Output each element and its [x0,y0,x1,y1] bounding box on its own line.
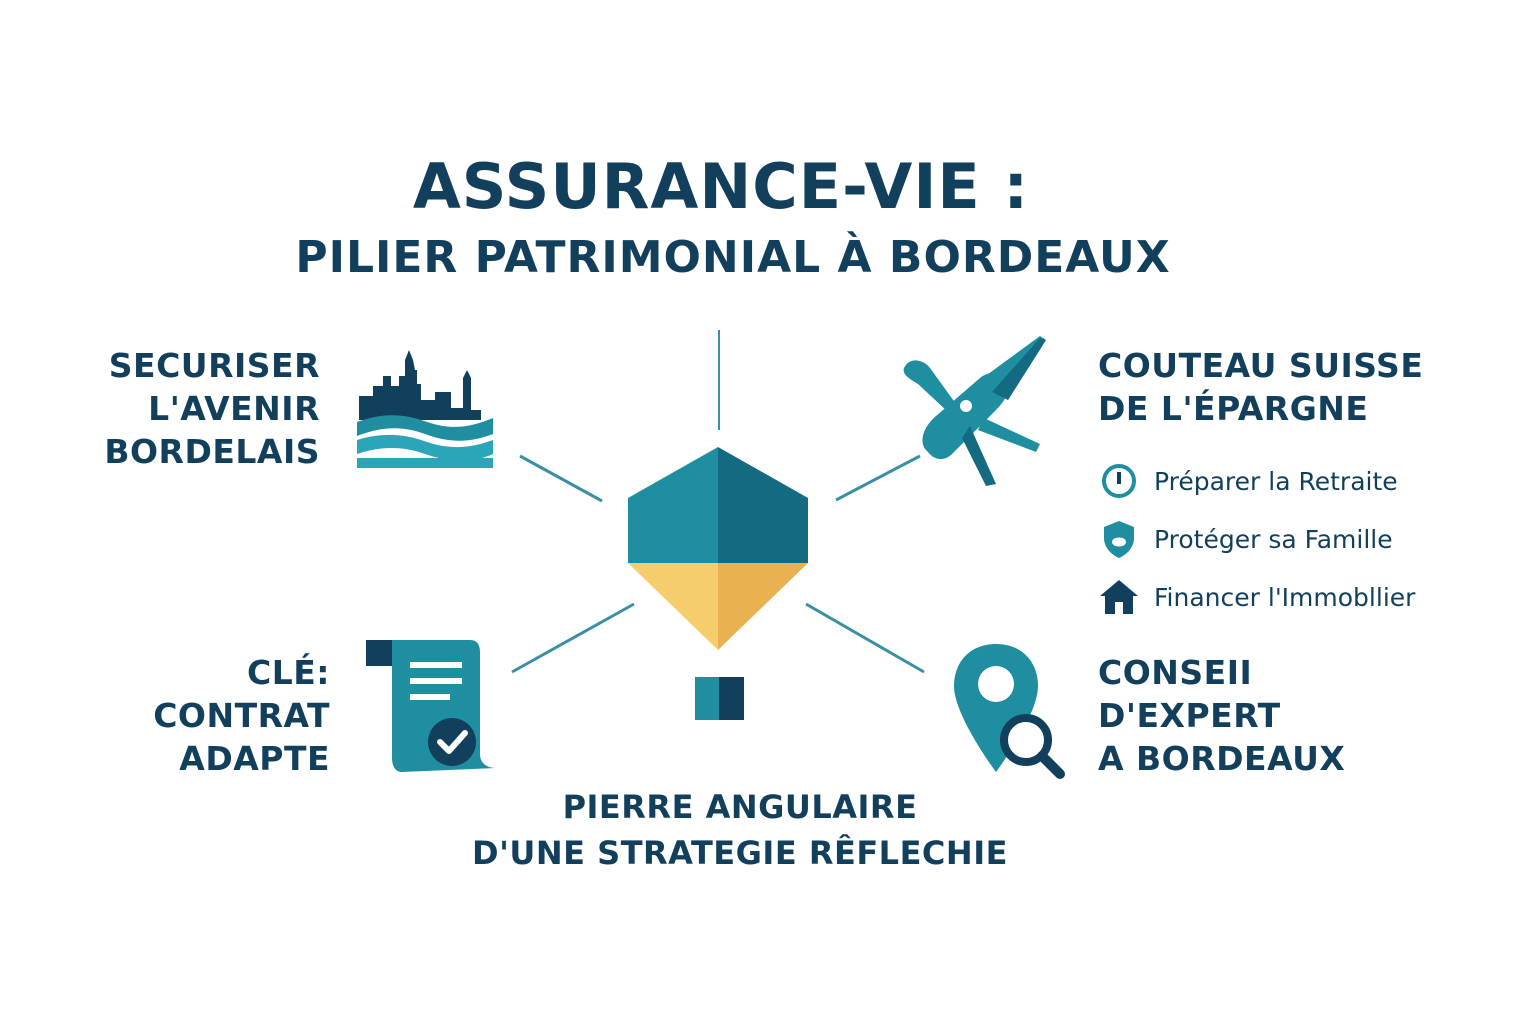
node-label-couteau: COUTEAU SUISSE DE L'ÉPARGNE [1098,346,1424,428]
page-subtitle: PILIER PATRIMONIAL À BORDEAUX [295,232,1171,283]
connector-top-right [835,454,921,502]
shield-icon [1104,521,1134,558]
contract-scroll-icon [366,640,496,772]
benefits-list: Préparer la Retraite Protéger sa Famille… [1098,452,1415,626]
connector-bottom-left [511,602,635,674]
node-label-cle: CLÉ: CONTRAT ADAPTE [153,653,330,778]
list-item-label: Préparer la Retraite [1154,466,1398,496]
page-title: ASSURANCE-VIE : [412,150,1030,223]
list-item: Financer l'Immobllier [1098,568,1415,626]
list-item-label: Financer l'Immobllier [1154,582,1416,612]
location-search-icon [954,644,1065,779]
connector-bottom-right [805,602,925,674]
clock-icon [1102,464,1136,498]
list-item-label: Protéger sa Famille [1154,524,1393,554]
node-label-conseil: CONSEII D'EXPERT A BORDEAUX [1098,653,1346,778]
house-icon [1100,580,1138,614]
bordeaux-skyline-icon [357,350,493,468]
swiss-army-knife-icon [903,336,1046,486]
center-label: PIERRE ANGULAIRE D'UNE STRATEGIE RÊFLECH… [472,788,1008,872]
node-label-securiser: SECURISER L'AVENIR BORDELAIS [104,346,320,471]
connector-top-left [519,454,603,503]
list-item: Préparer la Retraite [1098,452,1415,510]
cornerstone-icon [628,447,808,720]
list-item: Protéger sa Famille [1098,510,1415,568]
